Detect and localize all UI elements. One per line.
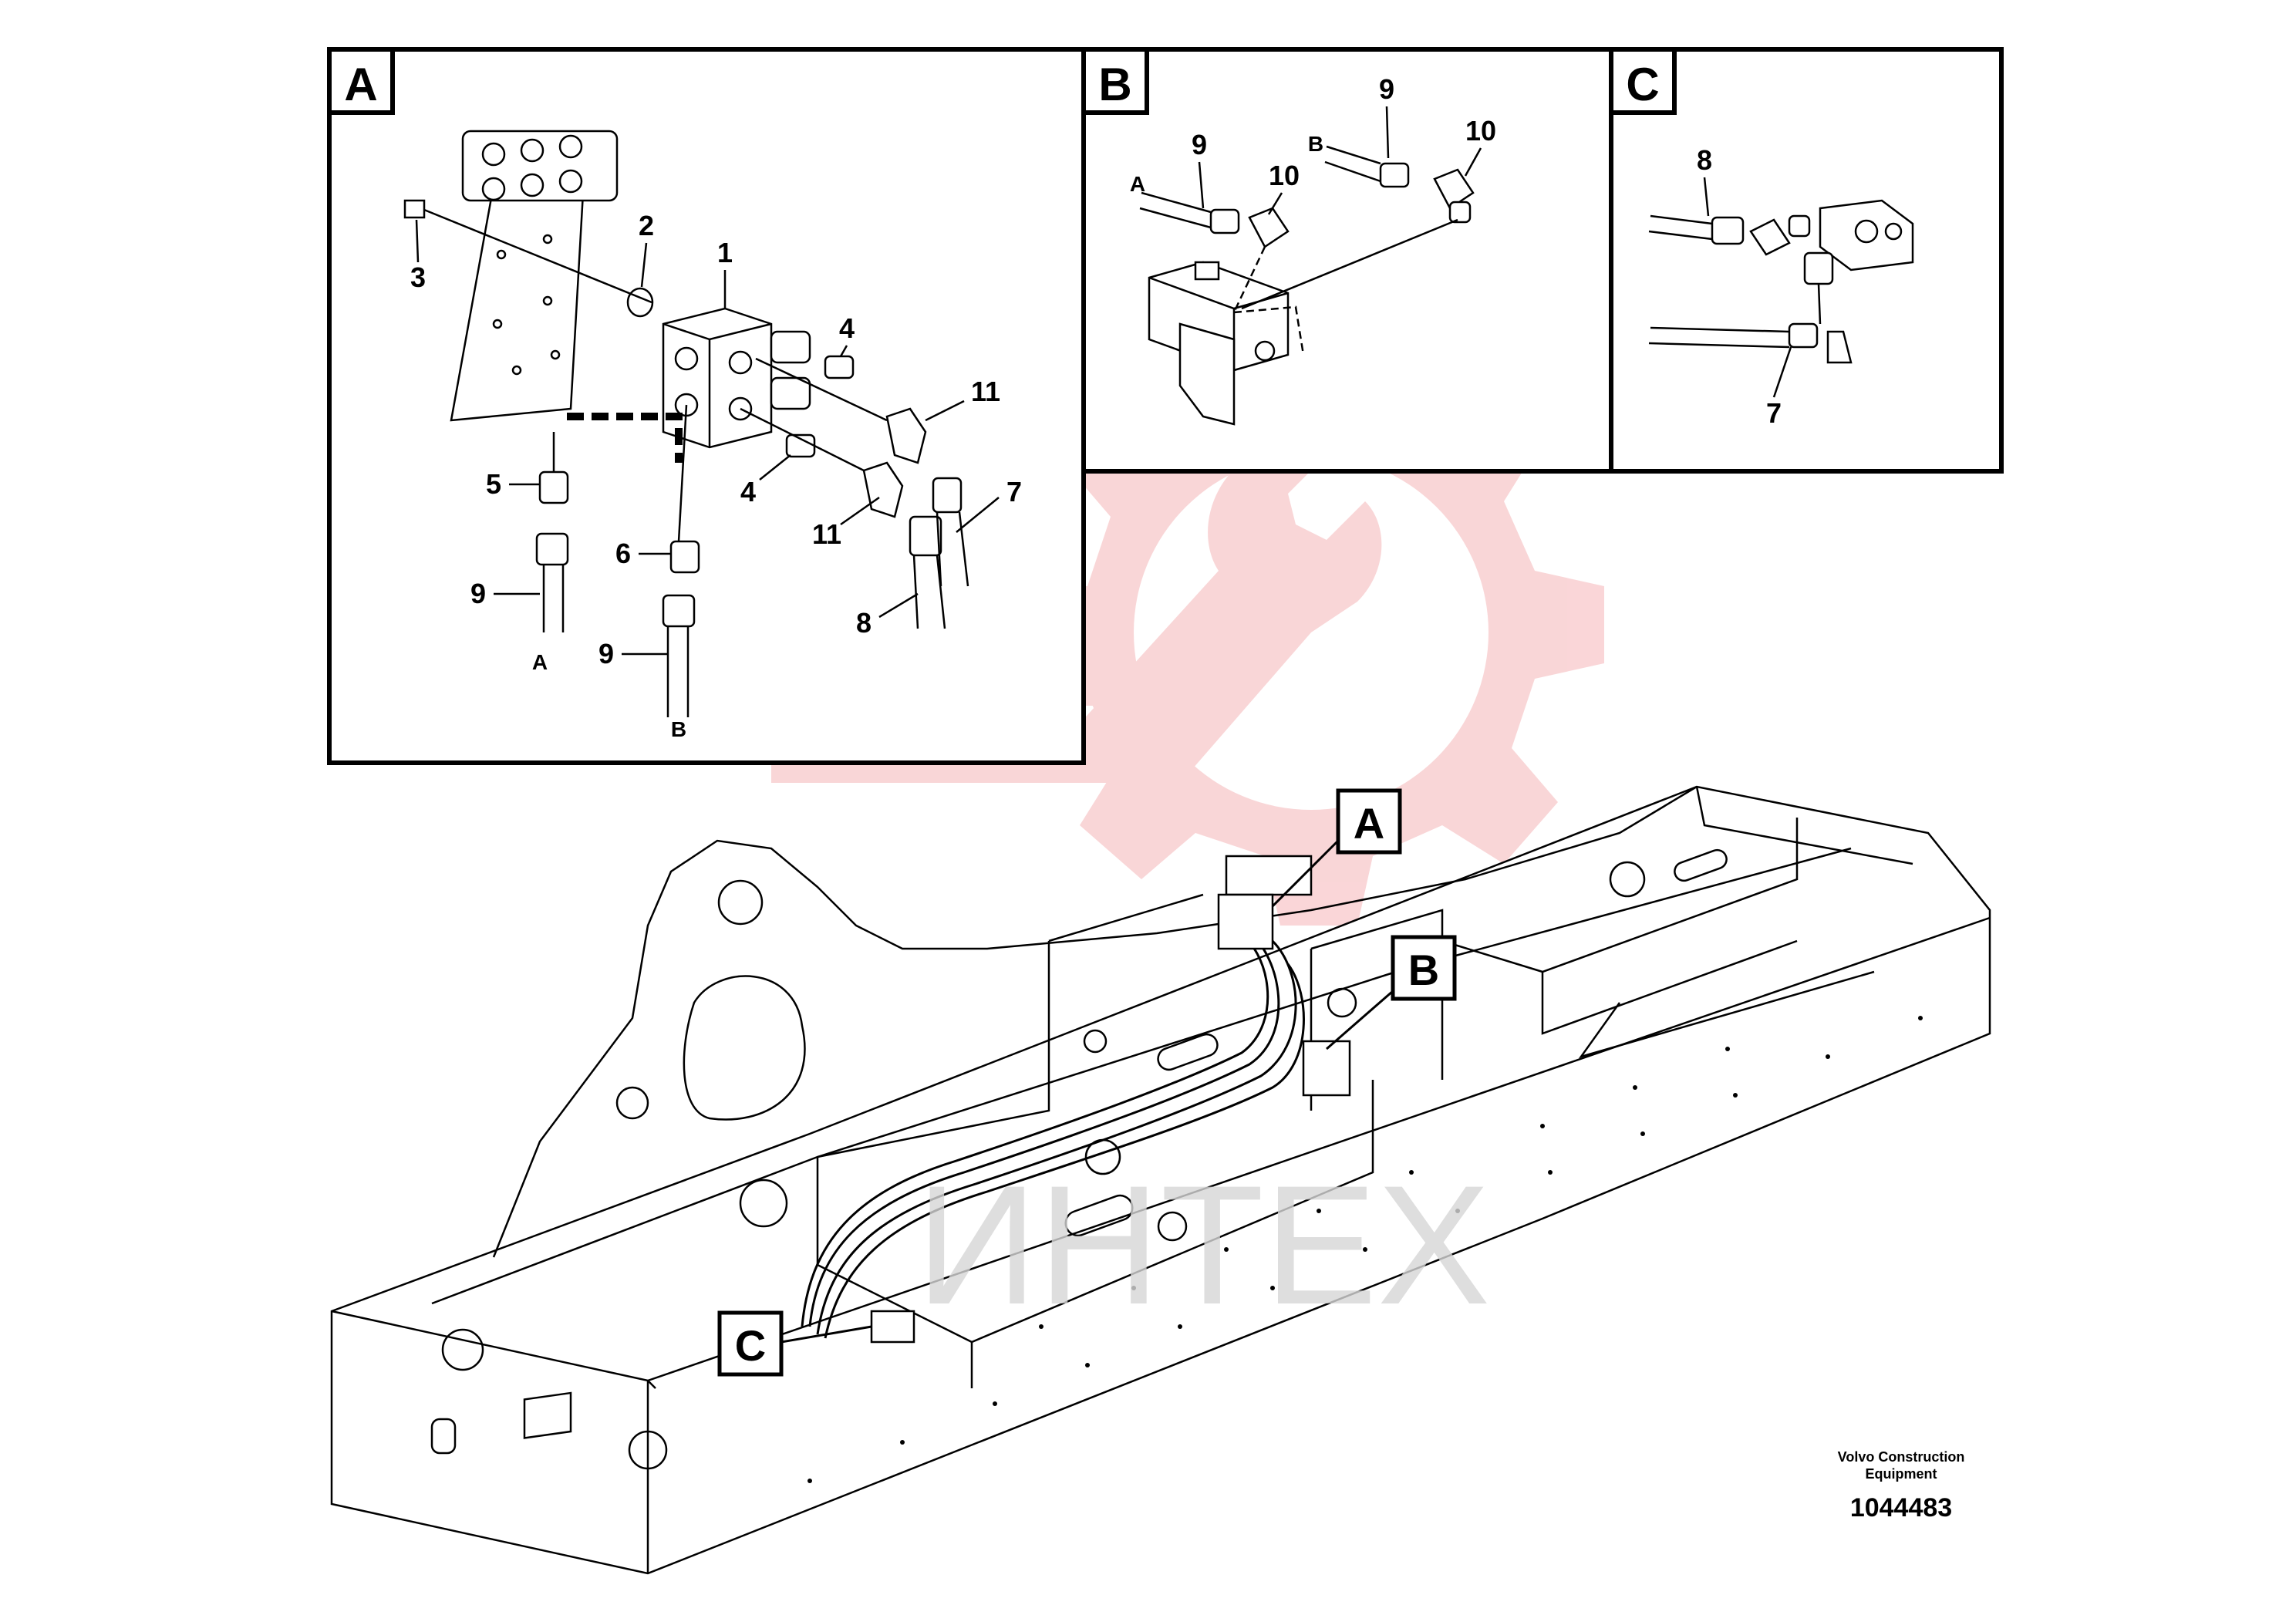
valve-block-on-frame [870, 855, 1351, 1344]
inteh-watermark-text: ИНТЕХ [916, 1150, 1491, 1340]
callout-11-upper: 11 [971, 376, 1000, 407]
panel-a-label: A [344, 59, 377, 110]
detail-panel-c: C 8 7 [1609, 47, 2004, 474]
hose-route [801, 932, 1305, 1339]
callout-1: 1 [717, 237, 733, 268]
port-label-a: A [532, 650, 548, 674]
credit-manufacturer-line2: Equipment [1865, 1466, 1937, 1482]
callout-2: 2 [639, 210, 654, 241]
callout-4-upper: 4 [839, 312, 855, 344]
callout-b-10-left: 10 [1269, 160, 1300, 191]
panel-c-label: C [1626, 59, 1659, 110]
callout-11-lower: 11 [812, 518, 841, 550]
detail-tag-a-label: A [1354, 799, 1384, 848]
callout-5: 5 [486, 468, 501, 500]
callout-c-8: 8 [1697, 144, 1712, 176]
callout-b-9-left: 9 [1192, 129, 1207, 160]
drawing-credit: Volvo Construction Equipment 1044483 [1758, 1448, 2044, 1523]
callout-b-9-right: 9 [1379, 73, 1394, 105]
panel-b-label: B [1098, 59, 1131, 110]
callout-9-b: 9 [598, 638, 614, 669]
callout-9-a: 9 [470, 578, 486, 609]
detail-tag-c: C [717, 1310, 872, 1377]
detail-tag-a: A [1271, 788, 1402, 908]
detail-tag-b-label: B [1408, 946, 1439, 994]
frame-bolt-holes [807, 1016, 1923, 1483]
callout-3: 3 [410, 261, 426, 293]
detail-tag-c-label: C [735, 1321, 766, 1370]
detail-panel-b: B 9 10 9 10 [1081, 47, 1613, 474]
port-label-b-b: B [1308, 132, 1323, 156]
port-label-b-a: A [1130, 172, 1145, 196]
credit-manufacturer-line1: Volvo Construction [1837, 1449, 1965, 1465]
callout-4-lower: 4 [740, 476, 756, 508]
port-label-b: B [671, 717, 686, 741]
upper-frame-assembly [330, 785, 1991, 1575]
callout-7: 7 [1006, 476, 1022, 508]
callout-b-10-right: 10 [1465, 115, 1496, 147]
drawing-number: 1044483 [1849, 1493, 1953, 1523]
callout-8: 8 [856, 607, 872, 639]
detail-tag-b: B [1326, 935, 1457, 1050]
detail-panel-a: A [327, 47, 1086, 765]
callout-c-7: 7 [1766, 397, 1782, 429]
callout-6: 6 [615, 538, 631, 569]
